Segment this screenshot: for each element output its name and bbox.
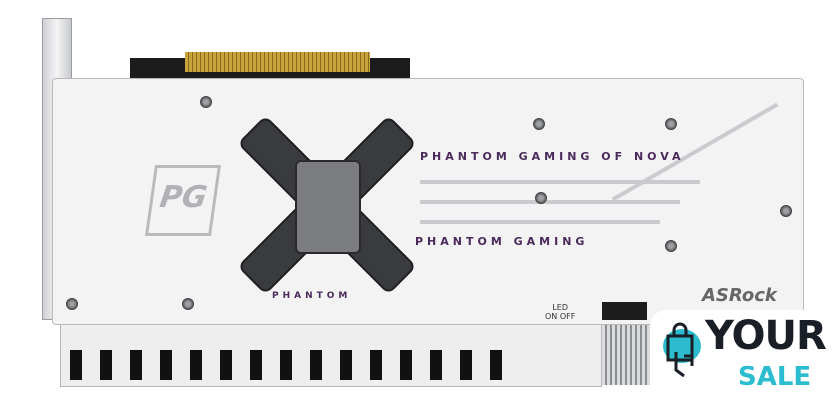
vent-slot [130, 350, 142, 380]
vent-slot [190, 350, 202, 380]
pcie-connector [185, 52, 370, 72]
vent-slot [370, 350, 382, 380]
vent-slot [430, 350, 442, 380]
vent-slot [280, 350, 292, 380]
led-off-label: OFF [559, 312, 576, 321]
decor-text: PHANTOM GAMING [415, 235, 589, 248]
screw [66, 298, 78, 310]
vent-slot [70, 350, 82, 380]
vent-slot [250, 350, 262, 380]
vent-slot [460, 350, 472, 380]
vent-slot [490, 350, 502, 380]
vent-slot [220, 350, 232, 380]
screw [665, 240, 677, 252]
gpu-socket [295, 160, 361, 254]
screw [535, 192, 547, 204]
vent-slot [340, 350, 352, 380]
brand-logo: ASRock [700, 285, 779, 306]
vent-slot [100, 350, 112, 380]
phantom-gaming-logo: PG [145, 165, 221, 236]
shopping-bag-hand-icon [663, 322, 701, 378]
screw [533, 118, 545, 130]
watermark-your: YOUR [705, 313, 827, 359]
watermark-sale: SALE [738, 362, 812, 392]
screw [780, 205, 792, 217]
led-label: LED [552, 303, 568, 312]
led-on-label: ON [545, 312, 558, 321]
decor-stripe [420, 220, 660, 224]
decor-stripe [420, 180, 700, 184]
screw [200, 96, 212, 108]
vent-slot [400, 350, 412, 380]
decor-text: PHANTOM [272, 291, 352, 301]
vent-slot [310, 350, 322, 380]
screw [665, 118, 677, 130]
vent-slot [160, 350, 172, 380]
decor-text: PHANTOM GAMING OF NOVA [420, 150, 685, 163]
led-switch-label: LED ON OFF [545, 303, 575, 321]
led-switch [602, 302, 647, 320]
decor-stripe [420, 200, 680, 204]
screw [182, 298, 194, 310]
